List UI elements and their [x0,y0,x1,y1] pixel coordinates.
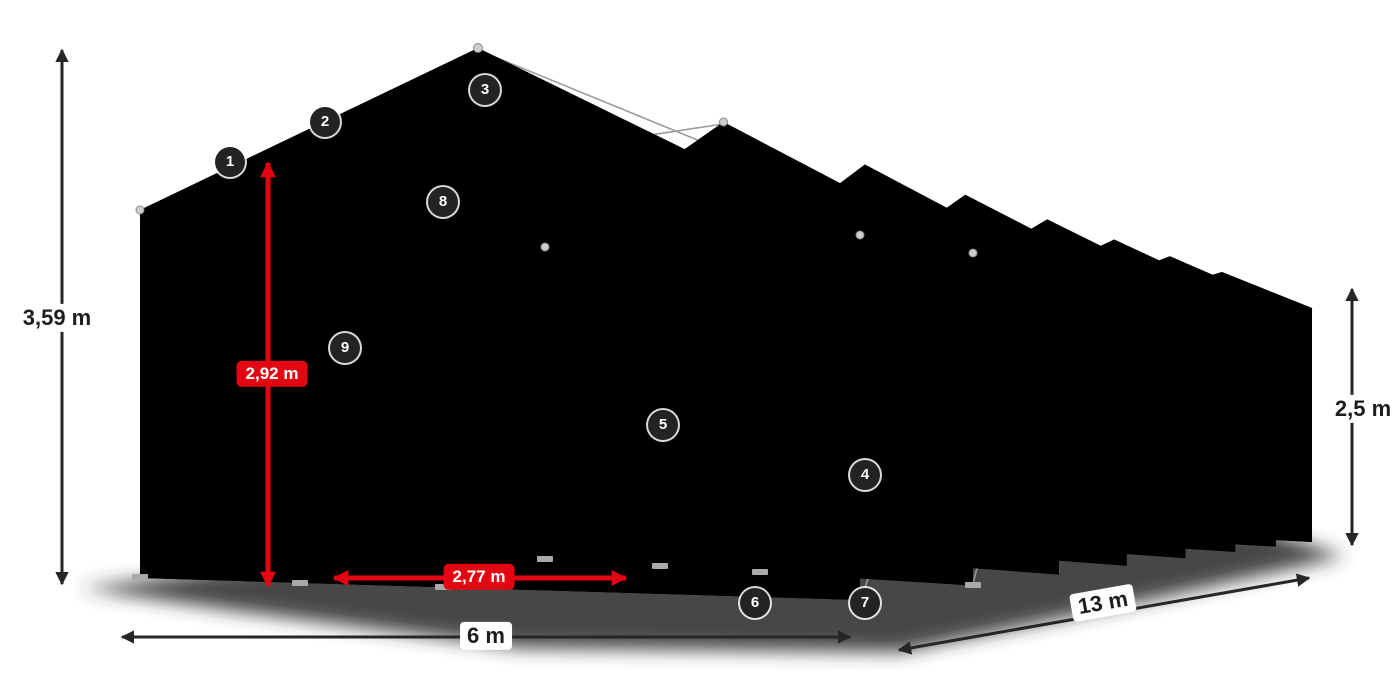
part-marker-4: 4 [850,460,880,490]
part-marker-9: 9 [330,333,360,363]
part-marker-5: 5 [648,410,678,440]
part-marker-1: 1 [215,147,245,177]
dimension-label-side-height: 2,5 m [1327,394,1399,424]
frame-joints [135,43,978,258]
dimension-label-total-height: 3,59 m [15,303,99,333]
dimension-label-width: 6 m [460,621,512,651]
dimension-label-clearance-width: 2,77 m [443,563,515,591]
part-marker-6: 6 [740,588,770,618]
part-marker-3: 3 [470,75,500,105]
part-marker-8: 8 [428,187,458,217]
dimension-label-clearance-height: 2,92 m [236,360,308,388]
part-marker-7: 7 [850,588,880,618]
part-marker-2: 2 [310,107,340,137]
